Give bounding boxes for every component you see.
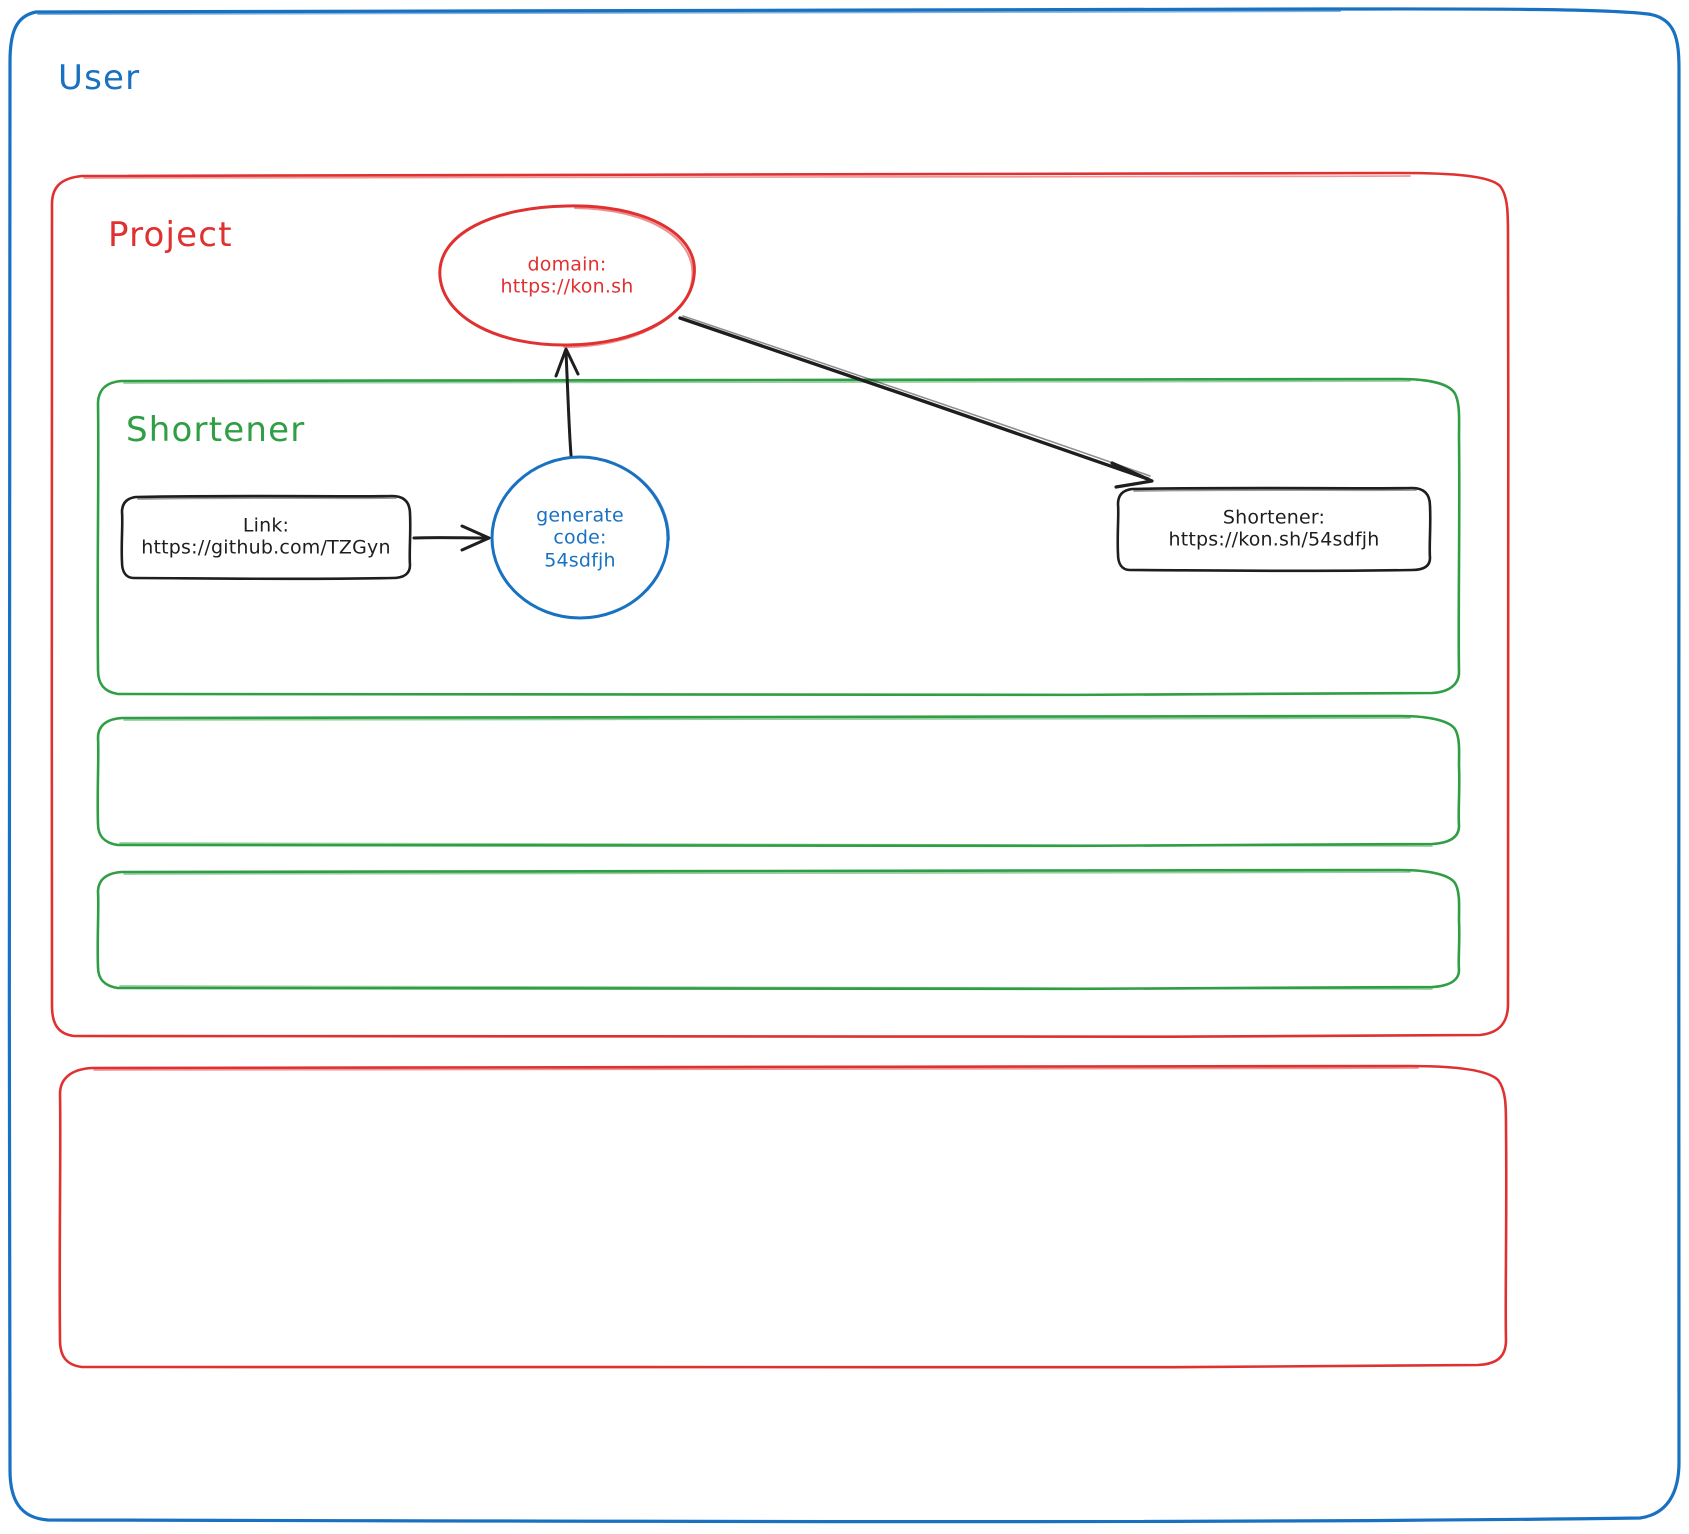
link-box-shape[interactable] bbox=[120, 494, 412, 581]
user-frame[interactable] bbox=[7, 7, 1681, 1524]
arrow-domain-to-shortener bbox=[678, 315, 1154, 489]
arrow-generate-to-domain bbox=[554, 347, 580, 457]
shortener-frame[interactable] bbox=[96, 377, 1461, 697]
arrow-link-to-generate bbox=[412, 524, 491, 552]
shortener-box-shape[interactable] bbox=[1116, 486, 1432, 573]
domain-ellipse-shape[interactable] bbox=[438, 204, 696, 348]
generate-circle-shape[interactable] bbox=[490, 455, 671, 620]
shortener-empty-frame-2[interactable] bbox=[96, 714, 1461, 848]
shortener-empty-frame-3[interactable] bbox=[96, 868, 1461, 991]
project-empty-frame-2[interactable] bbox=[58, 1064, 1508, 1370]
project-frame[interactable] bbox=[50, 171, 1510, 1039]
